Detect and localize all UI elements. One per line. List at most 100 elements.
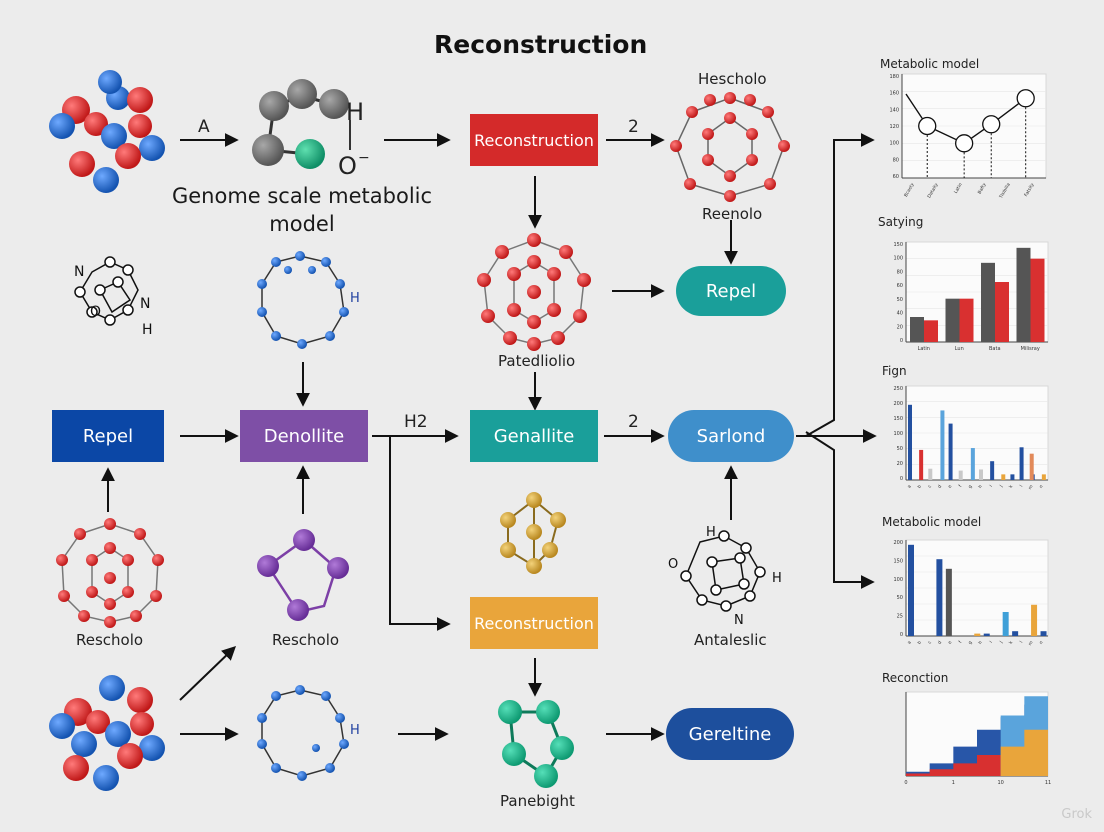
- svg-text:H: H: [350, 291, 360, 306]
- reconstruction-top-box[interactable]: Reconstruction: [470, 114, 598, 166]
- chart3-bar: [1019, 447, 1024, 480]
- chart3-xtick: k: [1008, 484, 1015, 490]
- chart1-ytick: 80: [893, 157, 899, 163]
- sarlond-pill[interactable]: Sarlond: [668, 410, 794, 462]
- chart4-bar: [1031, 604, 1038, 636]
- antaleslic-label: Antaleslic: [694, 631, 767, 649]
- rescholo-left-label: Rescholo: [76, 631, 144, 649]
- chart3-xtick: l: [1019, 484, 1025, 488]
- chart3-grid: [906, 401, 1048, 465]
- chart4-xtick: j: [998, 640, 1004, 645]
- chart2-ytick: 40: [897, 311, 903, 317]
- chart3-xtick: f: [958, 484, 964, 489]
- chart2-ytick: 80: [897, 269, 903, 275]
- chart2-bar: [1016, 247, 1031, 342]
- svg-text:H: H: [350, 723, 360, 738]
- branch-up-to-chart1: [805, 133, 875, 437]
- branch-to-reconstruction-bottom: [389, 436, 451, 631]
- chart1-xtick: Fatsity: [1023, 182, 1036, 198]
- chart5-xtick: 1: [952, 780, 955, 786]
- chart5-xtick: 10: [997, 780, 1003, 786]
- chart1-point: [1016, 89, 1035, 108]
- chart2-xtick: Bata: [989, 346, 1001, 352]
- chart4-bar: [1012, 631, 1019, 636]
- molecule-line-n-o-h: N N O H: [74, 256, 153, 338]
- chart1-ytick: 60: [893, 174, 899, 180]
- chart4-xtick: e: [948, 640, 954, 645]
- chart4-ytick: 25: [897, 614, 903, 620]
- chart4-title: Metabolic model: [882, 515, 982, 529]
- chart4-bar: [945, 568, 952, 636]
- molecule-cluster-bottom: [49, 675, 165, 791]
- molecule-gold: [500, 492, 566, 574]
- genome-model-line2: model: [269, 212, 335, 236]
- chart3-xtick: i: [988, 484, 994, 488]
- chart1-ytick: 140: [889, 107, 899, 113]
- chart4-xtick: g: [968, 640, 974, 645]
- reenolo-label: Reenolo: [702, 205, 763, 223]
- chart2-xtick: Lun: [955, 346, 964, 352]
- svg-text:H: H: [706, 525, 716, 540]
- chart1-title: Metabolic model: [880, 57, 980, 71]
- molecule-blue-ring-bottom: H: [257, 685, 360, 781]
- chart4-xtick: m: [1028, 641, 1035, 647]
- chart4-xtick: l: [1019, 640, 1025, 644]
- chart4-bar: [908, 544, 914, 636]
- chart3-bar: [970, 448, 975, 480]
- chart3-bar: [979, 469, 983, 480]
- molecule-o-label: O: [338, 152, 357, 180]
- molecule-gray-green: [252, 79, 351, 169]
- chart3-bar: [919, 449, 924, 480]
- svg-text:O: O: [90, 304, 101, 320]
- reconstruction-bottom-box[interactable]: Reconstruction: [470, 597, 598, 649]
- watermark: Grok: [1061, 807, 1092, 822]
- chart1-ytick: 180: [889, 74, 899, 80]
- chart4-xtick: n: [1039, 640, 1045, 645]
- chart2-ytick: 0: [900, 338, 903, 344]
- chart3-ytick: 150: [893, 416, 903, 422]
- chart2-ytick: 60: [897, 283, 903, 289]
- molecule-cage-hescholo: [670, 92, 790, 202]
- repel-left-box[interactable]: Repel: [52, 410, 164, 462]
- genome-model-label: Genome scale metabolic model: [166, 182, 438, 238]
- genallite-box[interactable]: Genallite: [470, 410, 598, 462]
- chart3-xtick: d: [937, 484, 944, 490]
- chart2-bar: [910, 317, 924, 342]
- chart4-ytick: 200: [893, 540, 903, 546]
- chart4-bar: [1040, 631, 1047, 636]
- denollite-box[interactable]: Denollite: [240, 410, 368, 462]
- chart3-xtick: a: [907, 484, 913, 489]
- arrow-h2-label: H2: [404, 412, 428, 432]
- chart2-ytick: 150: [893, 242, 903, 248]
- chart1-xtick: Latin: [953, 182, 964, 195]
- chart4-xtick: h: [977, 640, 984, 646]
- chart1-point: [982, 115, 1001, 134]
- chart3-bar: [1010, 474, 1015, 480]
- chart3-bar: [948, 423, 953, 480]
- chart3-bar: [1029, 453, 1034, 480]
- molecule-teal: [498, 700, 574, 788]
- arrow-a-label: A: [198, 117, 210, 137]
- chart1-xtick: Bafty: [977, 182, 988, 195]
- patedliolio-label: Patedliolio: [498, 352, 576, 370]
- molecule-purple: [257, 529, 349, 621]
- chart4-ytick: 0: [900, 632, 903, 638]
- chart2-bar: [924, 320, 938, 342]
- chart4-xtick: k: [1008, 640, 1015, 646]
- repel-right-pill[interactable]: Repel: [676, 266, 786, 316]
- gereltine-pill[interactable]: Gereltine: [666, 708, 794, 760]
- chart3-xtick: b: [916, 484, 923, 490]
- chart3-ytick: 100: [893, 431, 903, 437]
- chart1-ytick: 160: [889, 91, 899, 97]
- chart1-ytick: 100: [889, 141, 899, 147]
- chart4-ytick: 50: [897, 595, 903, 601]
- chart3-bar: [928, 468, 933, 480]
- chart3-xtick: n: [1039, 484, 1045, 489]
- rescholo-mid-label: Rescholo: [272, 631, 340, 649]
- chart3-bar: [990, 461, 995, 480]
- chart2-title: Satying: [878, 215, 924, 229]
- chart3-xtick: e: [948, 484, 954, 489]
- chart1-ytick: 120: [889, 124, 899, 130]
